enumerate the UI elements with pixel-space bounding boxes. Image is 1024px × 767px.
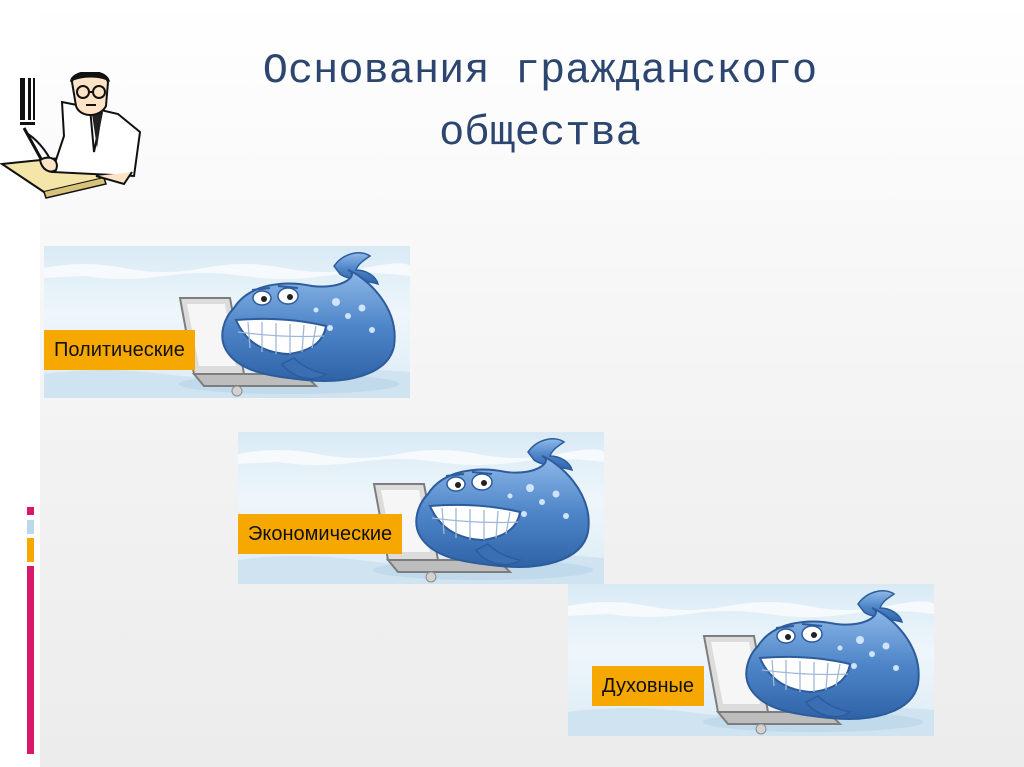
writer-clipart-icon: [0, 70, 150, 202]
label-political: Политические: [44, 330, 195, 370]
whale-laptop-icon: [44, 246, 410, 398]
card-political: Политические: [44, 246, 410, 398]
whale-laptop-icon: [568, 584, 934, 736]
title-line-2: общества: [439, 109, 641, 157]
card-spiritual: Духовные: [568, 584, 934, 736]
label-spiritual: Духовные: [592, 666, 705, 706]
title-line-1: Основания гражданского: [262, 47, 818, 95]
page-title: Основания гражданского общества: [180, 40, 900, 164]
card-economic: Экономические: [238, 432, 604, 584]
label-economic: Экономические: [238, 514, 403, 554]
whale-laptop-icon: [238, 432, 604, 584]
